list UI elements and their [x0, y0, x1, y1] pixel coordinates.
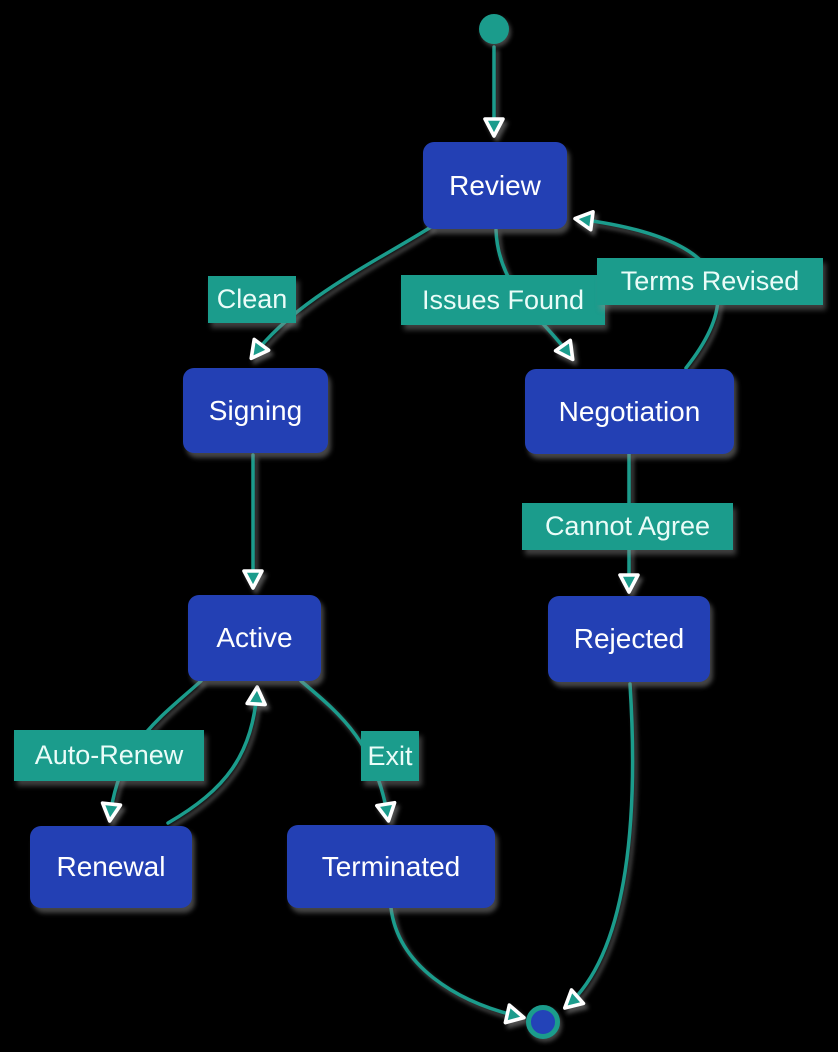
state-node-signing: Signing: [183, 368, 328, 453]
edge-label-auto-renew: Auto-Renew: [14, 730, 204, 781]
edge-label-terms-revised: Terms Revised: [597, 258, 823, 305]
edge-label-cannot-agree: Cannot Agree: [522, 503, 733, 550]
edge-renewal-to-active: [166, 685, 267, 825]
edge-label-clean: Clean: [208, 276, 296, 323]
start-state-node: [479, 14, 509, 44]
state-node-renewal: Renewal: [30, 826, 192, 908]
edge-active-to-terminated: [299, 679, 397, 823]
edge-label-issues-found: Issues Found: [401, 275, 605, 325]
edge-rejected-to-final: [562, 682, 635, 1010]
edge-label-exit: Exit: [361, 731, 419, 781]
state-node-negotiation: Negotiation: [525, 369, 734, 454]
state-node-review: Review: [423, 142, 567, 229]
final-state-node: [526, 1005, 560, 1039]
edge-review-to-signing: [249, 225, 433, 361]
edge-terminated-to-final: [389, 906, 526, 1025]
state-node-active: Active: [188, 595, 321, 681]
state-node-rejected: Rejected: [548, 596, 710, 682]
state-node-terminated: Terminated: [287, 825, 495, 908]
